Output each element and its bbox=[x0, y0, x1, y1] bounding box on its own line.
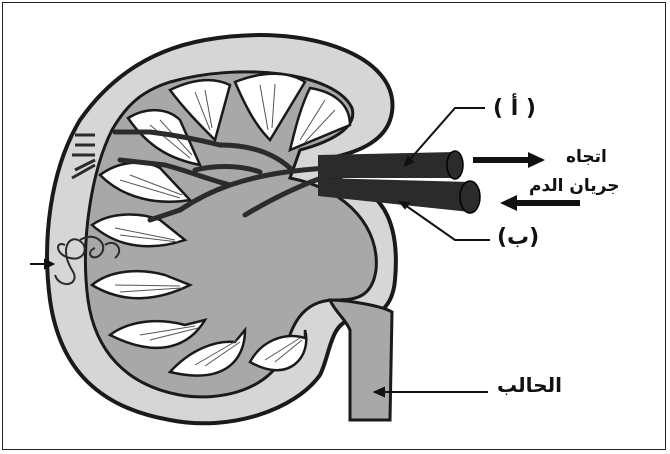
vessel-a-body bbox=[318, 152, 455, 178]
label-a: ( أ ) bbox=[493, 96, 536, 121]
arrow-left bbox=[500, 195, 580, 211]
label-ureter: الحالب bbox=[497, 373, 562, 397]
label-b: (ب) bbox=[497, 225, 539, 250]
label-flow-direction: اتجاه bbox=[566, 147, 607, 167]
vessel-a-end bbox=[447, 151, 463, 179]
arrow-right bbox=[473, 152, 545, 168]
leader-b bbox=[405, 205, 490, 240]
label-blood-flow: جريان الدم bbox=[529, 176, 620, 196]
vessel-b-end bbox=[460, 181, 480, 213]
